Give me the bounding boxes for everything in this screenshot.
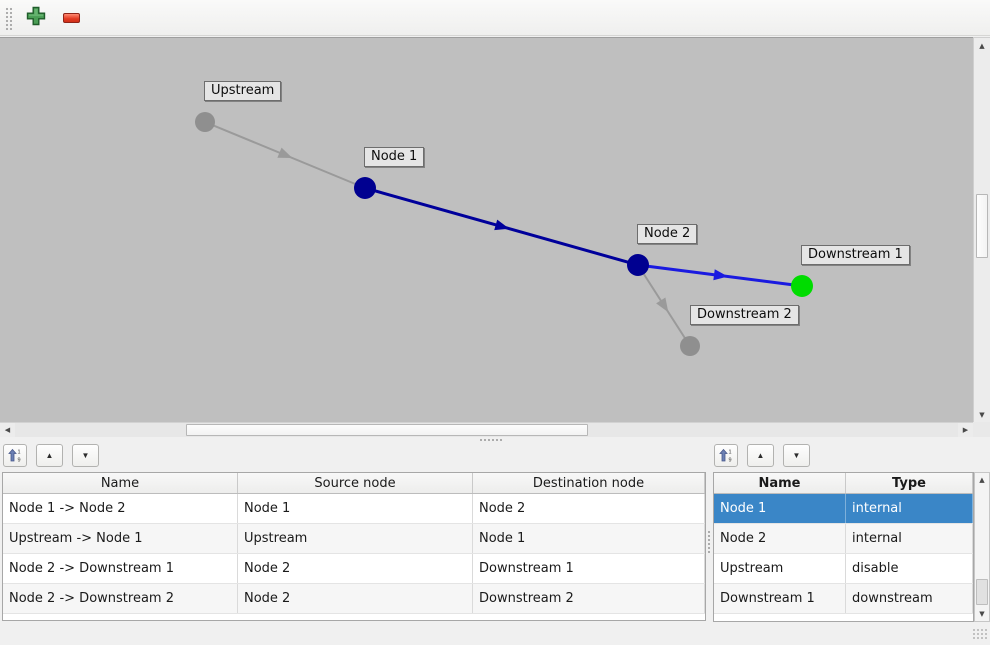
table-cell[interactable]: Node 2 (714, 524, 846, 553)
table-cell[interactable]: Node 1 (238, 494, 473, 523)
node-sort-button[interactable]: 1 9 (714, 444, 738, 467)
column-header[interactable]: Type (846, 473, 973, 493)
up-triangle-icon: ▲ (756, 451, 765, 460)
node-move-up-button[interactable]: ▲ (747, 444, 774, 467)
node-table-toolbar: 1 9 ▲ ▼ (714, 444, 810, 468)
node-move-down-button[interactable]: ▼ (783, 444, 810, 467)
main-toolbar (0, 0, 990, 36)
node-label[interactable]: Node 1 (364, 147, 425, 167)
graph-node[interactable] (791, 275, 813, 297)
node-label[interactable]: Downstream 2 (690, 305, 799, 325)
node-table-scrollbar[interactable]: ▲ ▼ (974, 472, 990, 622)
node-label[interactable]: Node 2 (637, 224, 698, 244)
edge-arrow-icon (494, 219, 510, 231)
svg-text:9: 9 (729, 458, 732, 464)
down-triangle-icon: ▼ (81, 451, 90, 460)
plus-icon (26, 6, 46, 29)
column-header[interactable]: Source node (238, 473, 473, 493)
edge-sort-button[interactable]: 1 9 (3, 444, 27, 467)
scroll-down-arrow-icon[interactable]: ▼ (974, 407, 990, 422)
sort-ascending-icon: 1 9 (8, 448, 21, 464)
column-header[interactable]: Name (714, 473, 846, 493)
remove-button[interactable] (56, 4, 86, 32)
edge-arrow-icon (656, 297, 669, 313)
column-header[interactable]: Name (3, 473, 238, 493)
graph-node[interactable] (195, 112, 215, 132)
table-cell[interactable]: Node 1 (714, 494, 846, 523)
table-cell[interactable]: Node 2 -> Downstream 1 (3, 554, 238, 583)
table-cell[interactable]: Node 2 (238, 554, 473, 583)
horizontal-pane-splitter[interactable] (0, 437, 990, 444)
edge-arrow-icon (277, 147, 293, 159)
column-header[interactable]: Destination node (473, 473, 705, 493)
scroll-left-arrow-icon[interactable]: ◀ (0, 423, 15, 437)
table-cell[interactable]: Upstream -> Node 1 (3, 524, 238, 553)
splitter-grip-dots (479, 438, 503, 443)
splitter-grip-dots (707, 530, 712, 554)
graph-node[interactable] (627, 254, 649, 276)
add-button[interactable] (21, 4, 51, 32)
table-cell[interactable]: Node 2 (238, 584, 473, 613)
table-cell[interactable]: internal (846, 494, 973, 523)
edge-move-down-button[interactable]: ▼ (72, 444, 99, 467)
table-cell[interactable]: internal (846, 524, 973, 553)
scroll-right-arrow-icon[interactable]: ▶ (958, 423, 973, 437)
svg-text:9: 9 (18, 458, 21, 464)
scroll-up-arrow-icon[interactable]: ▲ (974, 38, 990, 53)
toolbar-drag-handle[interactable] (4, 5, 12, 30)
canvas-horizontal-scrollbar[interactable]: ◀ ▶ (0, 422, 973, 437)
canvas-vertical-scrollbar[interactable]: ▲ ▼ (973, 37, 990, 422)
scrollbar-corner (973, 422, 990, 437)
table-cell[interactable]: disable (846, 554, 973, 583)
graph-node[interactable] (680, 336, 700, 356)
sort-ascending-icon: 1 9 (719, 448, 732, 464)
canvas-vscroll-thumb[interactable] (976, 194, 988, 258)
table-cell[interactable]: downstream (846, 584, 973, 613)
table-cell[interactable]: Downstream 2 (473, 584, 705, 613)
node-table-scroll-thumb[interactable] (976, 579, 988, 605)
up-triangle-icon: ▲ (45, 451, 54, 460)
table-cell[interactable]: Downstream 1 (473, 554, 705, 583)
vertical-pane-splitter[interactable] (706, 444, 713, 622)
scroll-up-arrow-icon[interactable]: ▲ (975, 473, 989, 487)
table-cell[interactable]: Node 2 (473, 494, 705, 523)
minus-icon (62, 12, 80, 23)
svg-text:1: 1 (729, 450, 732, 456)
table-cell[interactable]: Node 1 -> Node 2 (3, 494, 238, 523)
table-cell[interactable]: Upstream (714, 554, 846, 583)
canvas-hscroll-thumb[interactable] (186, 424, 588, 436)
node-label[interactable]: Downstream 1 (801, 245, 910, 265)
graph-svg (195, 112, 813, 356)
graph-node[interactable] (354, 177, 376, 199)
edge-arrow-icon (713, 269, 728, 281)
edge-table-toolbar: 1 9 ▲ ▼ (3, 444, 99, 468)
table-cell[interactable]: Upstream (238, 524, 473, 553)
down-triangle-icon: ▼ (792, 451, 801, 460)
node-label[interactable]: Upstream (204, 81, 282, 101)
window-resize-grip[interactable] (972, 628, 987, 641)
svg-text:1: 1 (18, 450, 21, 456)
table-cell[interactable]: Node 2 -> Downstream 2 (3, 584, 238, 613)
table-cell[interactable]: Node 1 (473, 524, 705, 553)
scroll-down-arrow-icon[interactable]: ▼ (975, 607, 989, 621)
edge-move-up-button[interactable]: ▲ (36, 444, 63, 467)
table-cell[interactable]: Downstream 1 (714, 584, 846, 613)
